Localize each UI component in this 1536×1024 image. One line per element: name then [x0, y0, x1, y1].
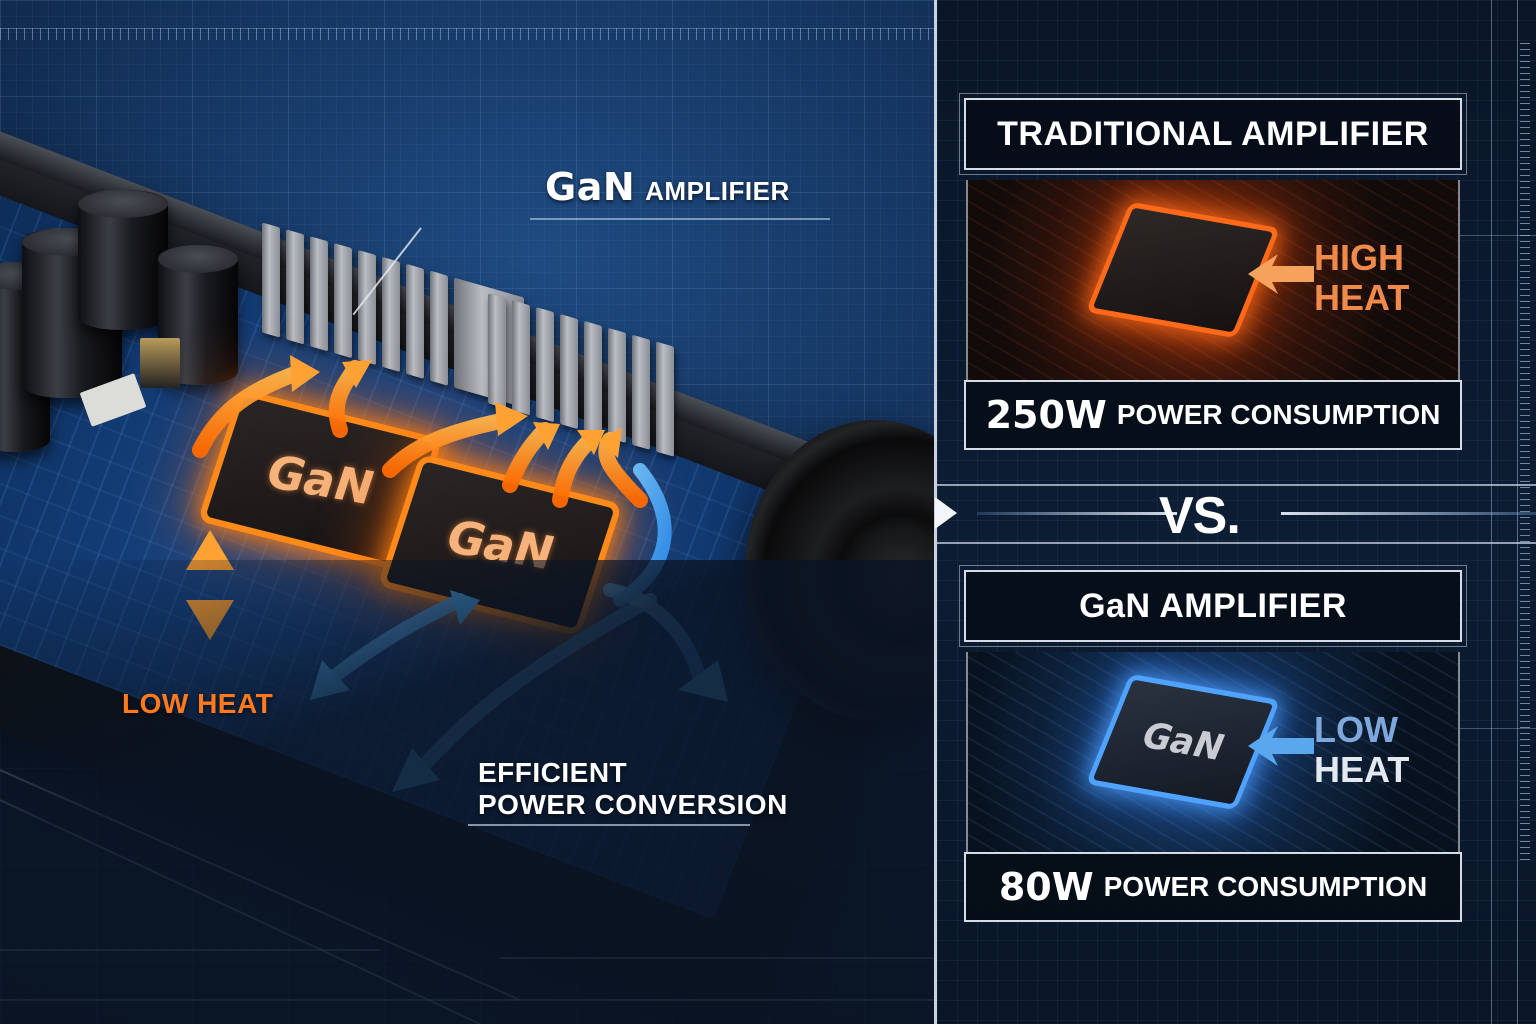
power-value: 250W	[985, 393, 1107, 437]
callout-underline	[530, 218, 830, 220]
heat-line-2: HEAT	[1314, 749, 1410, 790]
efficient-line-1: EFFICIENT	[478, 757, 628, 788]
gan-amplifier-callout: GaN AMPLIFIER	[545, 165, 790, 209]
gan-chip-image: GaN LOW HEAT	[966, 652, 1460, 852]
divider-bar	[1281, 512, 1536, 515]
lower-shadow	[0, 560, 940, 1024]
capacitor-icon	[78, 190, 168, 330]
vs-label: VS.	[1159, 487, 1241, 545]
efficient-underline	[468, 824, 750, 826]
power-label: POWER CONSUMPTION	[1116, 399, 1441, 430]
heat-line-1: HIGH	[1314, 237, 1404, 278]
pointer-arrow-icon	[1248, 726, 1314, 766]
heat-line-2: HEAT	[1314, 277, 1410, 318]
high-heat-label: HIGH HEAT	[1314, 238, 1409, 318]
divider-line	[937, 542, 1536, 544]
power-label: POWER CONSUMPTION	[1103, 871, 1428, 902]
pointer-triangle-icon	[935, 497, 957, 529]
efficient-line-2: POWER CONVERSION	[478, 789, 788, 820]
pointer-arrow-icon	[1248, 254, 1314, 294]
gan-callout-big: GaN	[545, 165, 636, 209]
low-heat-label: LOW HEAT	[1314, 710, 1409, 790]
low-heat-label: LOW HEAT	[122, 688, 274, 719]
traditional-chip-image: HIGH HEAT	[966, 180, 1460, 380]
efficient-power-conversion-label: EFFICIENT POWER CONVERSION	[478, 757, 788, 821]
panel-guide-line	[1460, 235, 1536, 236]
divider-line	[937, 484, 1536, 486]
gan-chip-label: GaN	[1135, 715, 1231, 769]
gan-power-consumption: 80W POWER CONSUMPTION	[964, 852, 1462, 922]
heat-line-1: LOW	[1314, 709, 1398, 750]
capacitor-icon	[158, 245, 238, 385]
power-value: 80W	[998, 865, 1094, 909]
gan-card-title: GaN AMPLIFIER	[959, 565, 1467, 647]
gan-callout-small: AMPLIFIER	[645, 176, 790, 206]
versus-divider: VS.	[935, 484, 1536, 545]
traditional-power-consumption: 250W POWER CONSUMPTION	[964, 380, 1462, 450]
traditional-card-title: TRADITIONAL AMPLIFIER	[959, 93, 1467, 175]
divider-bar	[977, 512, 1177, 515]
panel-ruler	[1520, 40, 1530, 860]
amplifier-cutaway-illustration: GaN GaN	[0, 70, 940, 1024]
panel-guide-line	[1460, 728, 1536, 729]
component-icon	[140, 338, 180, 388]
top-ruler	[0, 28, 940, 40]
